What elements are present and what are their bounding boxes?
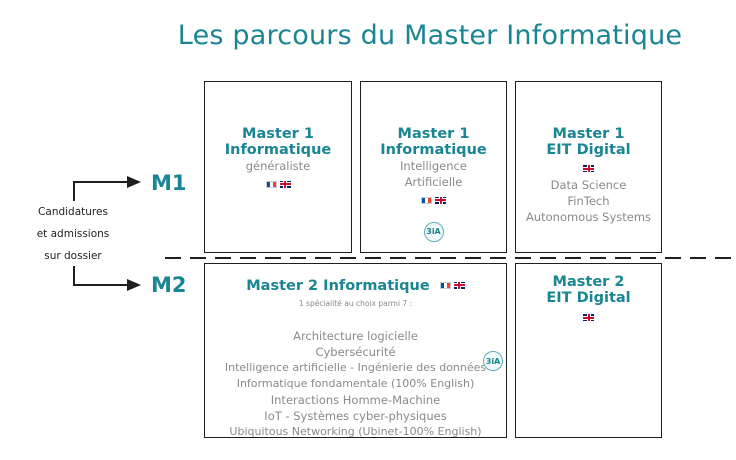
box-heading: EIT Digital bbox=[546, 290, 631, 306]
box-heading: EIT Digital bbox=[546, 142, 631, 158]
box-heading: Informatique bbox=[380, 142, 487, 158]
box-subtitle: Data Science bbox=[550, 178, 627, 192]
language-flags bbox=[265, 180, 291, 189]
admission-note-line: sur dossier bbox=[44, 250, 102, 262]
level-divider bbox=[165, 257, 735, 259]
box-heading: Informatique bbox=[224, 142, 332, 158]
m2-informatique-box: Master 2 Informatique 1 spécialité au ch… bbox=[204, 263, 507, 438]
box-heading: Master 1 bbox=[552, 126, 625, 142]
uk-flag-icon bbox=[279, 180, 291, 188]
language-flags bbox=[583, 165, 594, 173]
admission-note-line: et admissions bbox=[36, 228, 110, 240]
uk-flag-icon bbox=[583, 165, 594, 172]
specialty-item: Interactions Homme-Machine bbox=[270, 393, 441, 407]
m1-connector-vertical bbox=[73, 181, 75, 201]
box-subtitle: généraliste bbox=[245, 159, 311, 173]
box-subtitle: Intelligence bbox=[400, 159, 467, 173]
m1-arrow-icon bbox=[127, 176, 141, 188]
box-heading: Master 2 bbox=[552, 274, 625, 290]
specialty-note: 1 spécialité au choix parmi 7 : bbox=[298, 299, 413, 308]
m2-arrow-icon bbox=[127, 279, 141, 291]
uk-flag-icon bbox=[435, 196, 446, 204]
specialty-item: Cybersécurité bbox=[315, 345, 396, 359]
specialty-list: Architecture logicielle Cybersécurité In… bbox=[205, 328, 506, 440]
box-heading: Master 1 bbox=[242, 126, 314, 142]
fr-flag-icon bbox=[421, 196, 432, 204]
box-subtitle: FinTech bbox=[567, 194, 610, 208]
language-flags bbox=[439, 281, 465, 290]
3ia-badge-icon: 3iA bbox=[423, 221, 444, 242]
specialty-item: Intelligence artificielle - Ingénierie d… bbox=[224, 361, 487, 374]
fr-flag-icon bbox=[265, 180, 277, 188]
m2-eit-digital-box: Master 2 EIT Digital bbox=[515, 263, 662, 438]
box-heading: Master 2 Informatique bbox=[246, 278, 430, 294]
uk-flag-icon bbox=[583, 314, 594, 321]
specialty-item: Architecture logicielle bbox=[293, 329, 418, 343]
level-m2-label: M2 bbox=[151, 273, 187, 297]
level-m1-label: M1 bbox=[151, 171, 187, 195]
admission-note: Candidatures et admissions sur dossier bbox=[18, 201, 128, 267]
box-heading: Master 1 bbox=[397, 126, 470, 142]
fr-flag-icon bbox=[439, 281, 451, 289]
uk-flag-icon bbox=[453, 281, 465, 289]
m1-connector-horizontal bbox=[73, 181, 128, 183]
specialty-item: Informatique fondamentale (100% English) bbox=[236, 377, 475, 390]
language-flags bbox=[421, 196, 446, 205]
specialty-item: Ubiquitous Networking (Ubinet-100% Engli… bbox=[229, 425, 482, 438]
admission-note-line: Candidatures bbox=[38, 206, 108, 218]
specialty-item: IoT - Systèmes cyber-physiques bbox=[264, 409, 447, 423]
m1-eit-digital-box: Master 1 EIT Digital Data Science FinTec… bbox=[515, 81, 662, 253]
m1-informatique-generaliste-box: Master 1 Informatique généraliste bbox=[204, 81, 352, 253]
page-title: Les parcours du Master Informatique bbox=[177, 20, 683, 51]
m2-connector-horizontal bbox=[73, 284, 128, 286]
3ia-badge-icon: 3iA bbox=[483, 351, 503, 371]
box-subtitle: Artificielle bbox=[404, 175, 463, 189]
m1-informatique-ia-box: Master 1 Informatique Intelligence Artif… bbox=[360, 81, 507, 253]
box-subtitle: Autonomous Systems bbox=[525, 210, 652, 224]
m2-connector-vertical bbox=[73, 266, 75, 285]
language-flags bbox=[583, 314, 594, 322]
